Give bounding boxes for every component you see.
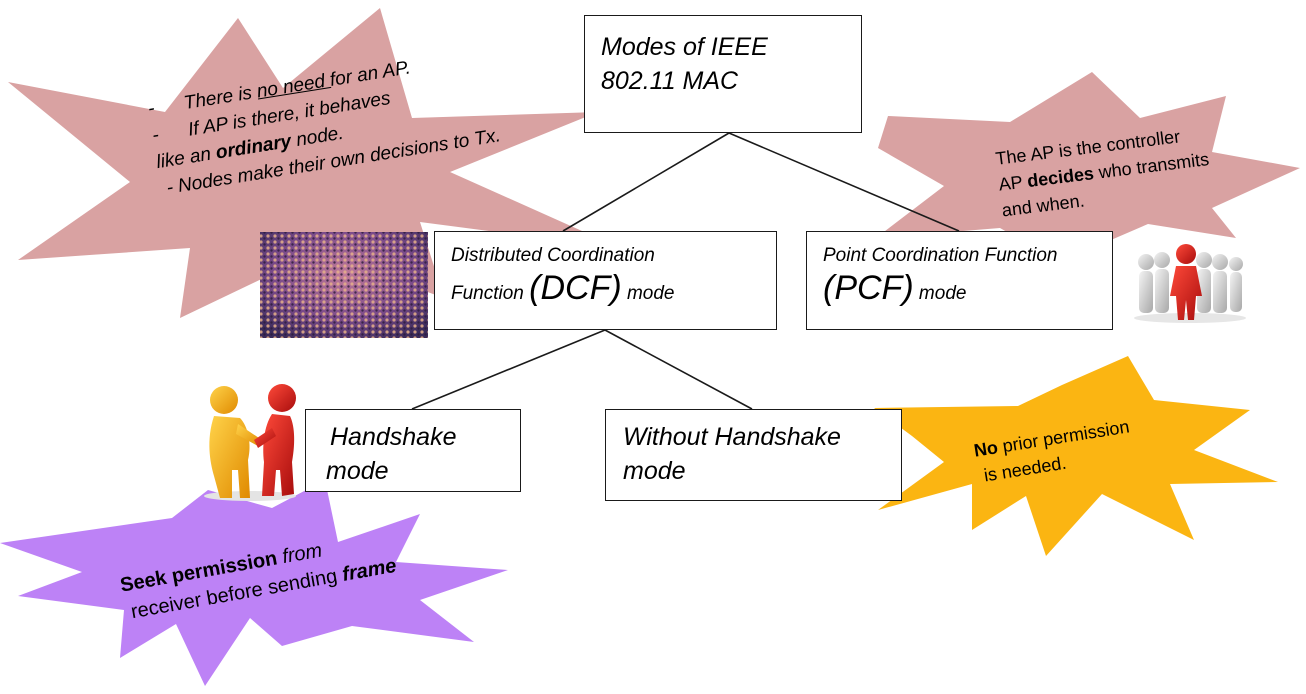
handshake-figures-icon (204, 384, 296, 501)
pcf-callout-burst (876, 72, 1300, 262)
without-handshake-node-box: Without Handshake mode (605, 409, 902, 501)
crowd-image (260, 232, 428, 338)
pcf-node-box: Point Coordination Function (PCF) mode (806, 231, 1113, 330)
handshake-node-box: Handshake mode (305, 409, 521, 492)
dcf-label-line2: Function (DCF) mode (451, 271, 776, 308)
dcf-label-suffix: mode (621, 283, 675, 304)
leader-group-icon (1134, 244, 1246, 323)
pcf-label-line1: Point Coordination Function (823, 245, 1058, 266)
connector-root-dcf (562, 132, 730, 232)
dcf-label-prefix: Function (451, 283, 530, 304)
without-callout-no: No (972, 437, 1000, 461)
pcf-callout-decides: decides (1026, 163, 1095, 192)
root-title-line1: Modes of IEEE (601, 33, 768, 61)
handshake-label-line1: Handshake (330, 423, 457, 451)
handshake-callout-burst (0, 480, 508, 686)
connector-dcf-without (604, 329, 753, 410)
handshake-label-line2: mode (326, 457, 389, 485)
dcf-acronym: (DCF) (529, 269, 622, 307)
pcf-callout-line2-pre: AP (997, 171, 1029, 195)
pcf-label-suffix: mode (913, 283, 967, 304)
root-node-box: Modes of IEEE 802.11 MAC (584, 15, 862, 133)
connector-root-pcf (728, 132, 960, 232)
dcf-node-box: Distributed Coordination Function (DCF) … (434, 231, 777, 330)
without-label-line1: Without Handshake (623, 423, 841, 451)
dcf-label-line1: Distributed Coordination (451, 245, 655, 266)
pcf-acronym: (PCF) (823, 269, 914, 307)
connector-dcf-handshake (411, 329, 606, 410)
without-label-line2: mode (623, 457, 686, 485)
dcf-callout-burst (8, 8, 620, 318)
root-title-line2: 802.11 MAC (601, 67, 739, 95)
pcf-label-line2: (PCF) mode (823, 271, 1112, 308)
without-callout-burst (874, 356, 1278, 556)
